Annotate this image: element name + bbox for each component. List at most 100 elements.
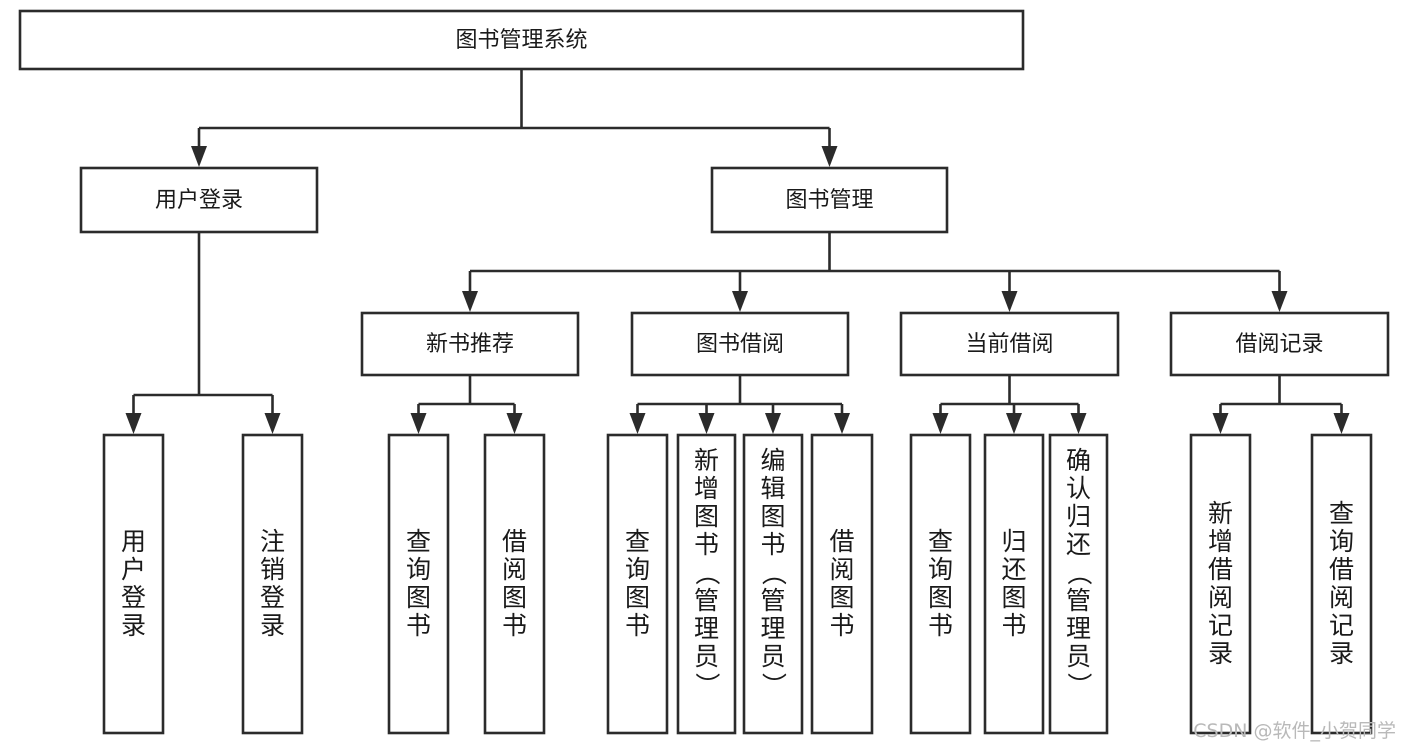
- node-user-login[interactable]: 用户登录: [79, 166, 319, 234]
- node-label-char: 书: [829, 611, 854, 640]
- node-label-char: 书: [760, 530, 785, 559]
- node-borrow-record[interactable]: 借阅记录: [1169, 311, 1390, 377]
- node-label-char: 注: [260, 527, 285, 556]
- connector-current-to-leaves: [932, 375, 1087, 434]
- node-box[interactable]: [18, 9, 1025, 71]
- node-box[interactable]: [241, 433, 304, 735]
- node-box[interactable]: [1048, 433, 1109, 735]
- node-label-char: 询: [928, 555, 953, 584]
- node-label-char: 理: [1066, 614, 1091, 643]
- node-box[interactable]: [909, 433, 972, 735]
- node-label-char: 借: [502, 527, 527, 556]
- node-label-char: 编: [760, 446, 785, 475]
- connector-root-to-level2: [191, 69, 838, 167]
- arrow-head-icon: [410, 413, 427, 434]
- node-label-char: 录: [1208, 639, 1233, 668]
- node-box[interactable]: [1189, 433, 1252, 735]
- node-label-char: 记: [1208, 611, 1233, 640]
- node-label-char: 户: [121, 555, 146, 584]
- node-box[interactable]: [710, 166, 949, 234]
- node-label-char: 管: [1066, 586, 1091, 615]
- node-label-char: 理: [760, 614, 785, 643]
- node-box[interactable]: [742, 433, 804, 735]
- node-box[interactable]: [360, 311, 580, 377]
- node-label-char: 查: [406, 527, 431, 556]
- node-label: 图书借阅: [696, 332, 784, 357]
- node-label-char: 确: [1066, 446, 1091, 475]
- node-label-char: 图: [829, 583, 854, 612]
- arrow-head-icon: [1212, 413, 1229, 434]
- node-label-char: 归: [1001, 527, 1026, 556]
- node-label-char: 图: [502, 583, 527, 612]
- node-box[interactable]: [606, 433, 669, 735]
- arrow-head-icon: [264, 413, 281, 434]
- node-label-char: 书: [406, 611, 431, 640]
- node-label-char: 管: [694, 586, 719, 615]
- arrow-head-icon: [1333, 413, 1350, 434]
- node-label-char: 图: [1001, 583, 1026, 612]
- arrow-head-icon: [732, 291, 748, 312]
- node-label-char: 用: [121, 527, 146, 556]
- node-label-char: 借: [1208, 555, 1233, 584]
- node-box[interactable]: [79, 166, 319, 234]
- node-box[interactable]: [1169, 311, 1390, 377]
- node-label-char: 借: [829, 527, 854, 556]
- node-label-char: （: [693, 560, 722, 585]
- connector-recommend-to-leaves: [410, 375, 523, 434]
- arrow-head-icon: [834, 413, 850, 434]
- node-label-char: 录: [1329, 639, 1354, 668]
- node-box[interactable]: [102, 433, 165, 735]
- arrow-head-icon: [1070, 413, 1087, 434]
- connector-userlogin-to-leaves: [125, 232, 281, 434]
- node-label-char: 查: [625, 527, 650, 556]
- connector-bookmgmt-to-level3: [462, 232, 1288, 312]
- arrow-head-icon: [765, 413, 781, 434]
- node-box[interactable]: [630, 311, 850, 377]
- node-new-book-recommend[interactable]: 新书推荐: [360, 311, 580, 377]
- node-box[interactable]: [676, 433, 737, 735]
- connector-record-to-leaves: [1212, 375, 1350, 434]
- node-box[interactable]: [483, 433, 546, 735]
- node-label: 图书管理: [785, 188, 873, 213]
- node-label: 图书管理系统: [455, 28, 587, 53]
- node-label-char: 借: [1329, 555, 1354, 584]
- node-label-char: 书: [1001, 611, 1026, 640]
- node-box[interactable]: [983, 433, 1045, 735]
- node-label-char: 书: [694, 530, 719, 559]
- node-book-borrow[interactable]: 图书借阅: [630, 311, 850, 377]
- node-current-borrow[interactable]: 当前借阅: [899, 311, 1120, 377]
- node-label-char: 阅: [1329, 583, 1354, 612]
- node-label-char: 辑: [760, 474, 785, 503]
- node-label-char: 阅: [829, 555, 854, 584]
- connector-borrow-to-leaves: [629, 375, 850, 434]
- node-box[interactable]: [387, 433, 450, 735]
- node-book-management[interactable]: 图书管理: [710, 166, 949, 234]
- arrow-head-icon: [506, 413, 523, 434]
- node-leaf-user-login[interactable]: 用户登录: [102, 433, 165, 735]
- arrow-head-icon: [629, 413, 646, 434]
- node-label-char: 阅: [502, 555, 527, 584]
- node-label-char: 询: [625, 555, 650, 584]
- node-box[interactable]: [899, 311, 1120, 377]
- node-root[interactable]: 图书管理系统: [18, 9, 1025, 71]
- node-label-char: 增: [1208, 527, 1233, 556]
- arrow-head-icon: [191, 146, 207, 167]
- node-label-char: 登: [121, 583, 146, 612]
- node-box[interactable]: [810, 433, 874, 735]
- node-box[interactable]: [1310, 433, 1373, 735]
- node-label-char: （: [759, 560, 788, 585]
